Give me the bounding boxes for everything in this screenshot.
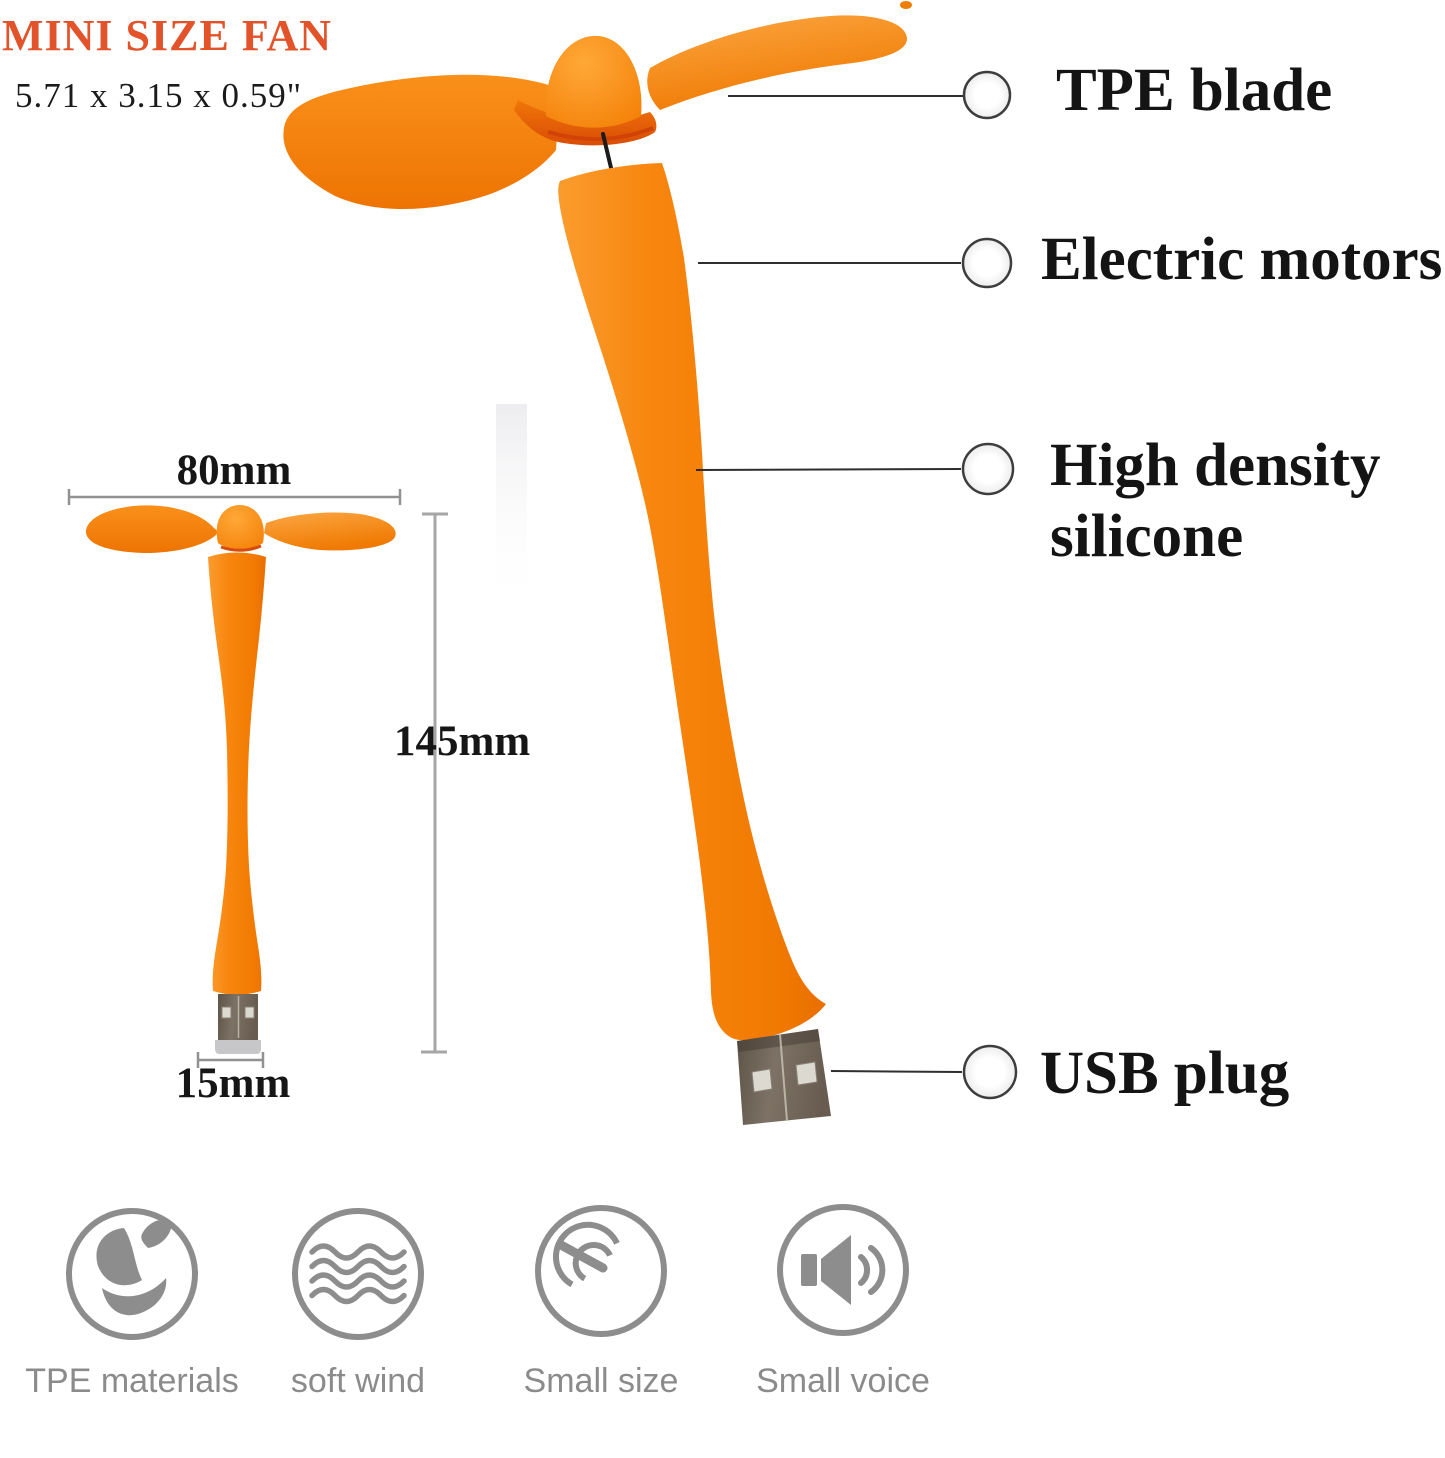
- callout-dot-tpe-blade: [962, 70, 1012, 120]
- feature-label-small-voice: Small voice: [756, 1362, 930, 1400]
- small-fan-blade-left: [85, 505, 218, 553]
- callout-line-usb-plug: [830, 1070, 963, 1073]
- callout-dot-high-density-silicone: [961, 442, 1015, 496]
- fan-blade-left: [283, 74, 558, 210]
- feature-label-small-size: Small size: [523, 1362, 679, 1400]
- dimension-line-80mm: [67, 489, 402, 505]
- gauge-icon: [535, 1205, 667, 1337]
- callout-label-high-density-silicone: High density silicone: [1050, 432, 1381, 570]
- motor-pin: [601, 132, 614, 174]
- leaf-icon: [66, 1208, 198, 1340]
- measurement-total-height: 145mm: [394, 718, 531, 765]
- page-title: MINI SIZE FAN: [2, 11, 333, 60]
- small-fan-blade-right: [264, 512, 396, 551]
- collar-rim: [547, 126, 654, 142]
- usb-connector-small: [215, 994, 261, 1054]
- feature-label-soft-wind: soft wind: [290, 1362, 426, 1400]
- measurement-blade-span: 80mm: [176, 447, 292, 494]
- orange-speck: [900, 1, 912, 9]
- measurement-usb-width: 15mm: [175, 1060, 291, 1107]
- dimension-line-145mm: [421, 512, 448, 1054]
- large-fan-illustration: [283, 1, 912, 1125]
- photo-edge-artifact: [496, 404, 527, 614]
- usb-connector-large: [737, 1029, 831, 1125]
- small-fan-body: [208, 552, 266, 995]
- callout-dot-electric-motors: [961, 237, 1013, 289]
- small-fan-illustration: [85, 505, 396, 1054]
- dimension-line-15mm: [196, 1052, 265, 1068]
- callout-dots: [961, 70, 1018, 1100]
- small-collar-rim: [220, 544, 262, 552]
- small-fan-hub: [216, 505, 264, 550]
- callout-line-high-density-silicone: [695, 468, 962, 471]
- dimensions-inches-label: 5.71 x 3.15 x 0.59": [15, 76, 303, 115]
- wind-waves-icon: [292, 1208, 424, 1340]
- callout-label-usb-plug: USB plug: [1040, 1040, 1290, 1107]
- callout-label-tpe-blade: TPE blade: [1056, 57, 1333, 124]
- fan-body: [558, 163, 826, 1041]
- speaker-icon: [777, 1204, 909, 1336]
- callout-dot-usb-plug: [962, 1044, 1018, 1100]
- callout-lines: [695, 95, 963, 1073]
- fan-hub: [545, 35, 642, 128]
- callout-label-electric-motors: Electric motors: [1041, 226, 1443, 293]
- fan-blade-right: [647, 15, 908, 111]
- feature-label-tpe-materials: TPE materials: [25, 1362, 239, 1400]
